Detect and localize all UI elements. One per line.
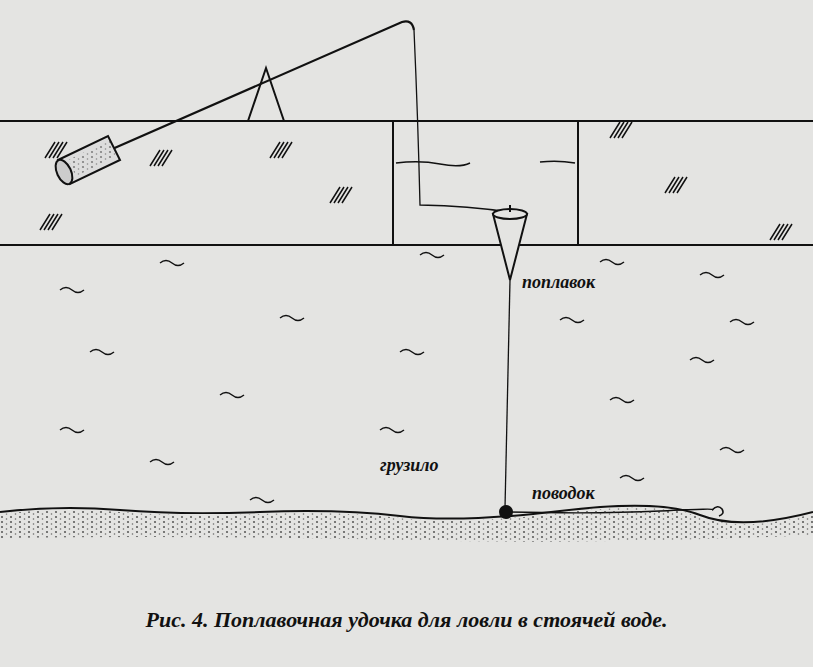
water-mark <box>380 428 404 433</box>
grass-tufts <box>40 122 792 240</box>
hook <box>712 507 723 516</box>
water-surface <box>396 161 575 166</box>
part-label: поводок <box>530 484 597 504</box>
water-mark <box>60 288 84 293</box>
lake-bed-texture <box>0 508 813 542</box>
grass-tuft <box>665 177 687 193</box>
fishing-line <box>505 280 510 508</box>
water-mark <box>720 448 744 453</box>
grass-tuft <box>770 224 792 240</box>
water-mark <box>150 460 174 465</box>
grass-tuft <box>330 187 352 203</box>
water-marks <box>60 253 754 503</box>
water-mark <box>600 260 624 265</box>
water-mark <box>700 273 724 278</box>
grass-tuft <box>610 122 632 138</box>
water-mark <box>560 318 584 323</box>
part-label: грузило <box>378 456 440 476</box>
fishing-rod <box>110 21 414 150</box>
water-mark <box>620 476 644 481</box>
fishing-line <box>414 30 508 212</box>
pit-wall <box>392 121 394 245</box>
bank-line <box>0 120 813 122</box>
pit-wall <box>577 121 579 245</box>
water-mark <box>400 350 424 355</box>
water-mark <box>690 358 714 363</box>
grass-tuft <box>40 214 62 230</box>
water-mark <box>220 393 244 398</box>
water-mark <box>280 316 304 321</box>
sinker <box>499 505 513 519</box>
water-mark <box>420 253 444 258</box>
water-mark <box>250 498 274 503</box>
water-mark <box>90 350 114 355</box>
grass-tuft <box>45 142 67 158</box>
float <box>493 205 527 280</box>
grass-tuft <box>150 150 172 166</box>
part-label: поплавок <box>520 273 597 293</box>
figure-caption: Рис. 4. Поплавочная удочка для ловли в с… <box>146 607 668 633</box>
water-mark <box>610 398 634 403</box>
grass-tuft <box>270 142 292 158</box>
water-mark <box>730 320 754 325</box>
water-mark <box>60 428 84 433</box>
bank-line <box>0 244 813 246</box>
water-mark <box>160 261 184 266</box>
